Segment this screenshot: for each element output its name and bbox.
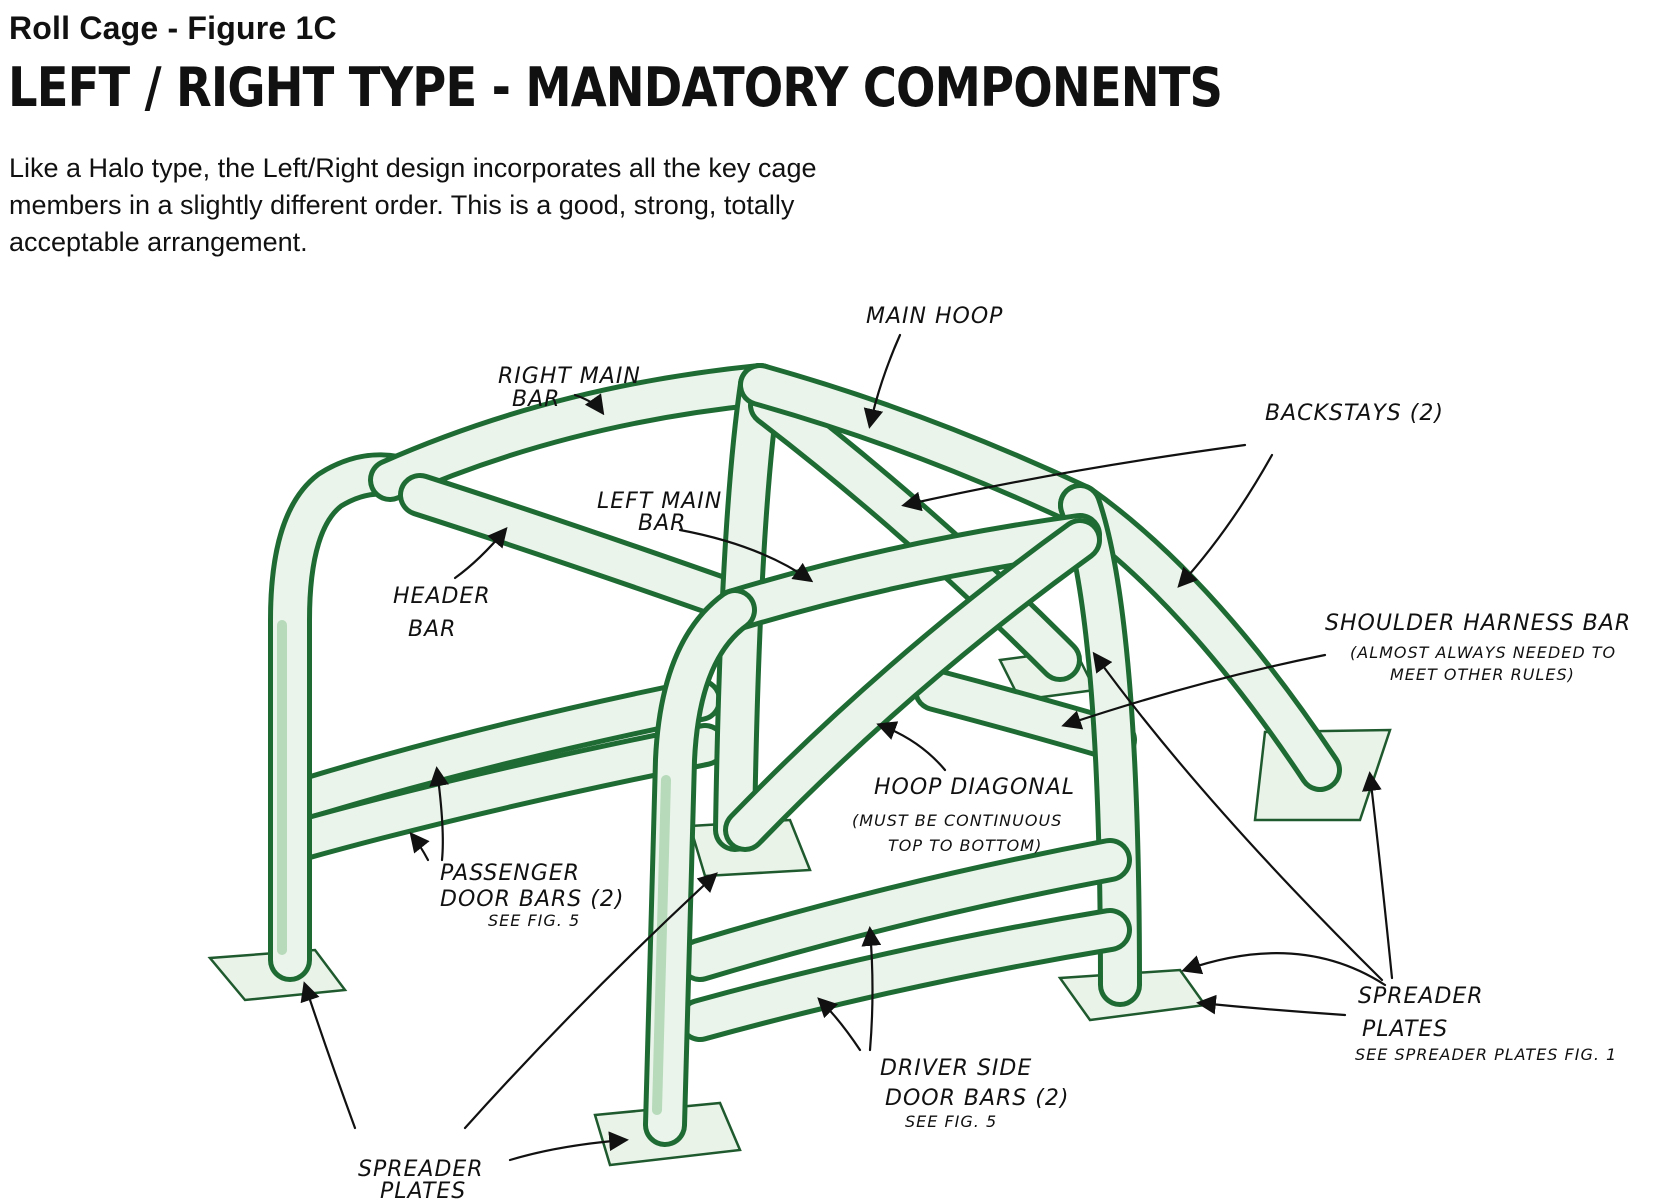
label-spreader-left-1: SPREADER bbox=[358, 1157, 484, 1182]
shoulder-harness-bar bbox=[913, 668, 1137, 762]
cage-tubes bbox=[268, 363, 1342, 1147]
label-shoulder-note-2: MEET OTHER RULES) bbox=[1390, 665, 1575, 684]
front-hoop bbox=[643, 588, 757, 1147]
label-spreader-right-3: SEE SPREADER PLATES FIG. 1 bbox=[1355, 1045, 1617, 1064]
passenger-door-bars bbox=[278, 678, 727, 862]
label-spreader-right-1: SPREADER bbox=[1358, 984, 1484, 1009]
backstay-outer bbox=[1058, 483, 1342, 792]
label-left-main-bar-1: LEFT MAIN bbox=[597, 489, 722, 514]
description: Like a Halo type, the Left/Right design … bbox=[9, 150, 969, 261]
label-right-main-bar-2: BAR bbox=[512, 387, 560, 412]
label-driver-1: DRIVER SIDE bbox=[880, 1056, 1032, 1081]
label-spreader-left-2: PLATES bbox=[380, 1179, 466, 1200]
description-line-2: members in a slightly different order. T… bbox=[9, 190, 795, 220]
label-main-hoop: MAIN HOOP bbox=[866, 304, 1003, 329]
label-driver-2: DOOR BARS (2) bbox=[885, 1086, 1069, 1111]
figure-label: Roll Cage - Figure 1C bbox=[9, 10, 337, 46]
label-right-main-bar-1: RIGHT MAIN bbox=[498, 364, 641, 389]
header-bar bbox=[398, 473, 752, 622]
label-hoop-diagonal-2: (MUST BE CONTINUOUS bbox=[852, 811, 1062, 830]
hoop-diagonal bbox=[723, 518, 1102, 852]
label-backstays: BACKSTAYS (2) bbox=[1265, 401, 1444, 426]
label-header-bar-1: HEADER bbox=[393, 584, 491, 609]
description-line-1: Like a Halo type, the Left/Right design … bbox=[9, 153, 817, 183]
backstay-inner bbox=[748, 383, 1082, 682]
label-driver-3: SEE FIG. 5 bbox=[905, 1112, 997, 1131]
leader-lines bbox=[300, 333, 1394, 1162]
spreader-plates bbox=[207, 648, 1392, 1167]
label-spreader-right-2: PLATES bbox=[1362, 1017, 1448, 1042]
label-shoulder-note-1: (ALMOST ALWAYS NEEDED TO bbox=[1350, 643, 1616, 662]
diagram-labels: MAIN HOOP RIGHT MAIN BAR BACKSTAYS (2) L… bbox=[358, 304, 1631, 1200]
label-hoop-diagonal-3: TOP TO BOTTOM) bbox=[888, 836, 1042, 855]
label-header-bar-2: BAR bbox=[408, 617, 456, 642]
label-passenger-3: SEE FIG. 5 bbox=[488, 911, 580, 930]
main-hoop-top bbox=[738, 363, 1102, 527]
label-shoulder-harness-bar: SHOULDER HARNESS BAR bbox=[1325, 611, 1631, 636]
right-main-bar bbox=[368, 363, 782, 502]
page-title: LEFT / RIGHT TYPE - MANDATORY COMPONENTS bbox=[8, 56, 1223, 119]
driver-door-bars bbox=[678, 838, 1132, 1042]
description-line-3: acceptable arrangement. bbox=[9, 227, 308, 257]
label-hoop-diagonal-1: HOOP DIAGONAL bbox=[874, 775, 1075, 800]
label-passenger-2: DOOR BARS (2) bbox=[440, 887, 624, 912]
rear-hoop bbox=[268, 452, 432, 982]
main-hoop-left-leg bbox=[713, 363, 782, 852]
label-left-main-bar-2: BAR bbox=[638, 511, 686, 536]
left-main-bar bbox=[713, 513, 1102, 632]
label-passenger-1: PASSENGER bbox=[440, 861, 580, 886]
